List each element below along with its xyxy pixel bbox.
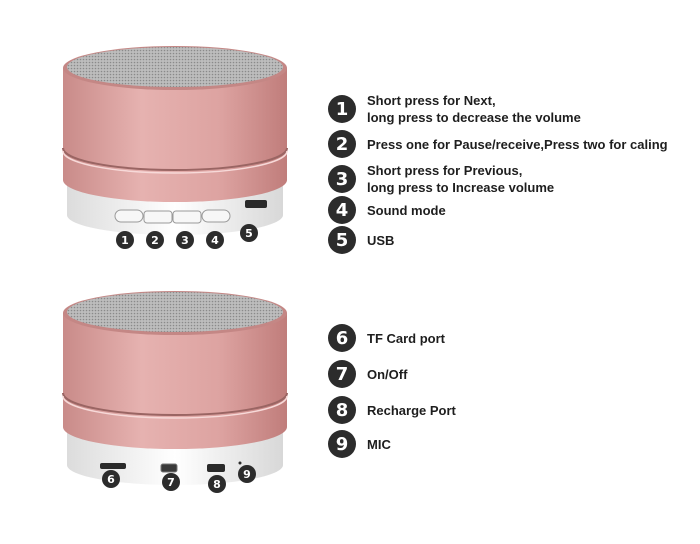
legend-item-6: 6 TF Card port bbox=[328, 324, 445, 352]
usb-port bbox=[245, 200, 267, 208]
badge-1: 1 bbox=[328, 95, 356, 123]
legend-item-9: 9 MIC bbox=[328, 430, 391, 458]
legend-3-line2: long press to Increase volume bbox=[367, 180, 555, 195]
legend-item-3: 3 Short press for Previous, long press t… bbox=[328, 162, 554, 196]
legend-item-5: 5 USB bbox=[328, 226, 394, 254]
callout-4: 4 bbox=[206, 231, 224, 249]
badge-5: 5 bbox=[328, 226, 356, 254]
callout-5: 5 bbox=[240, 224, 258, 242]
speaker-buttons-view bbox=[55, 40, 295, 255]
callout-2: 2 bbox=[146, 231, 164, 249]
legend-7-label: On/Off bbox=[367, 366, 408, 382]
legend-5-line1: USB bbox=[367, 232, 395, 248]
callout-7: 7 bbox=[162, 473, 180, 491]
badge-2: 2 bbox=[328, 130, 356, 158]
badge-9: 9 bbox=[328, 430, 356, 458]
recharge-port bbox=[207, 464, 225, 472]
badge-3: 3 bbox=[328, 165, 356, 193]
switch-port bbox=[160, 463, 178, 473]
badge-7: 7 bbox=[328, 360, 356, 388]
callout-6: 6 bbox=[102, 470, 120, 488]
control-buttons bbox=[114, 209, 231, 224]
speaker-ports-view bbox=[55, 285, 295, 500]
tf-card-slot bbox=[100, 463, 126, 469]
badge-8: 8 bbox=[328, 396, 356, 424]
legend-item-1: 1 Short press for Next, long press to de… bbox=[328, 92, 581, 126]
legend-1-line1: Short press for Next, bbox=[367, 93, 496, 108]
mic-hole bbox=[238, 461, 242, 465]
legend-item-7: 7 On/Off bbox=[328, 360, 407, 388]
legend-6-label: TF Card port bbox=[367, 330, 445, 346]
legend-4-line1: Sound mode bbox=[367, 202, 446, 218]
legend-item-8: 8 Recharge Port bbox=[328, 396, 456, 424]
legend-2-line1: Press one for Pause/receive,Press two fo… bbox=[367, 136, 668, 152]
callout-9: 9 bbox=[238, 465, 256, 483]
badge-4: 4 bbox=[328, 196, 356, 224]
legend-9-label: MIC bbox=[367, 436, 391, 452]
badge-6: 6 bbox=[328, 324, 356, 352]
legend-8-label: Recharge Port bbox=[367, 402, 456, 418]
callout-8: 8 bbox=[208, 475, 226, 493]
legend-1-line2: long press to decrease the volume bbox=[367, 110, 581, 125]
legend-item-2: 2 Press one for Pause/receive,Press two … bbox=[328, 130, 668, 158]
legend-item-4: 4 Sound mode bbox=[328, 196, 446, 224]
callout-1: 1 bbox=[116, 231, 134, 249]
callout-3: 3 bbox=[176, 231, 194, 249]
legend-3-line1: Short press for Previous, bbox=[367, 163, 523, 178]
